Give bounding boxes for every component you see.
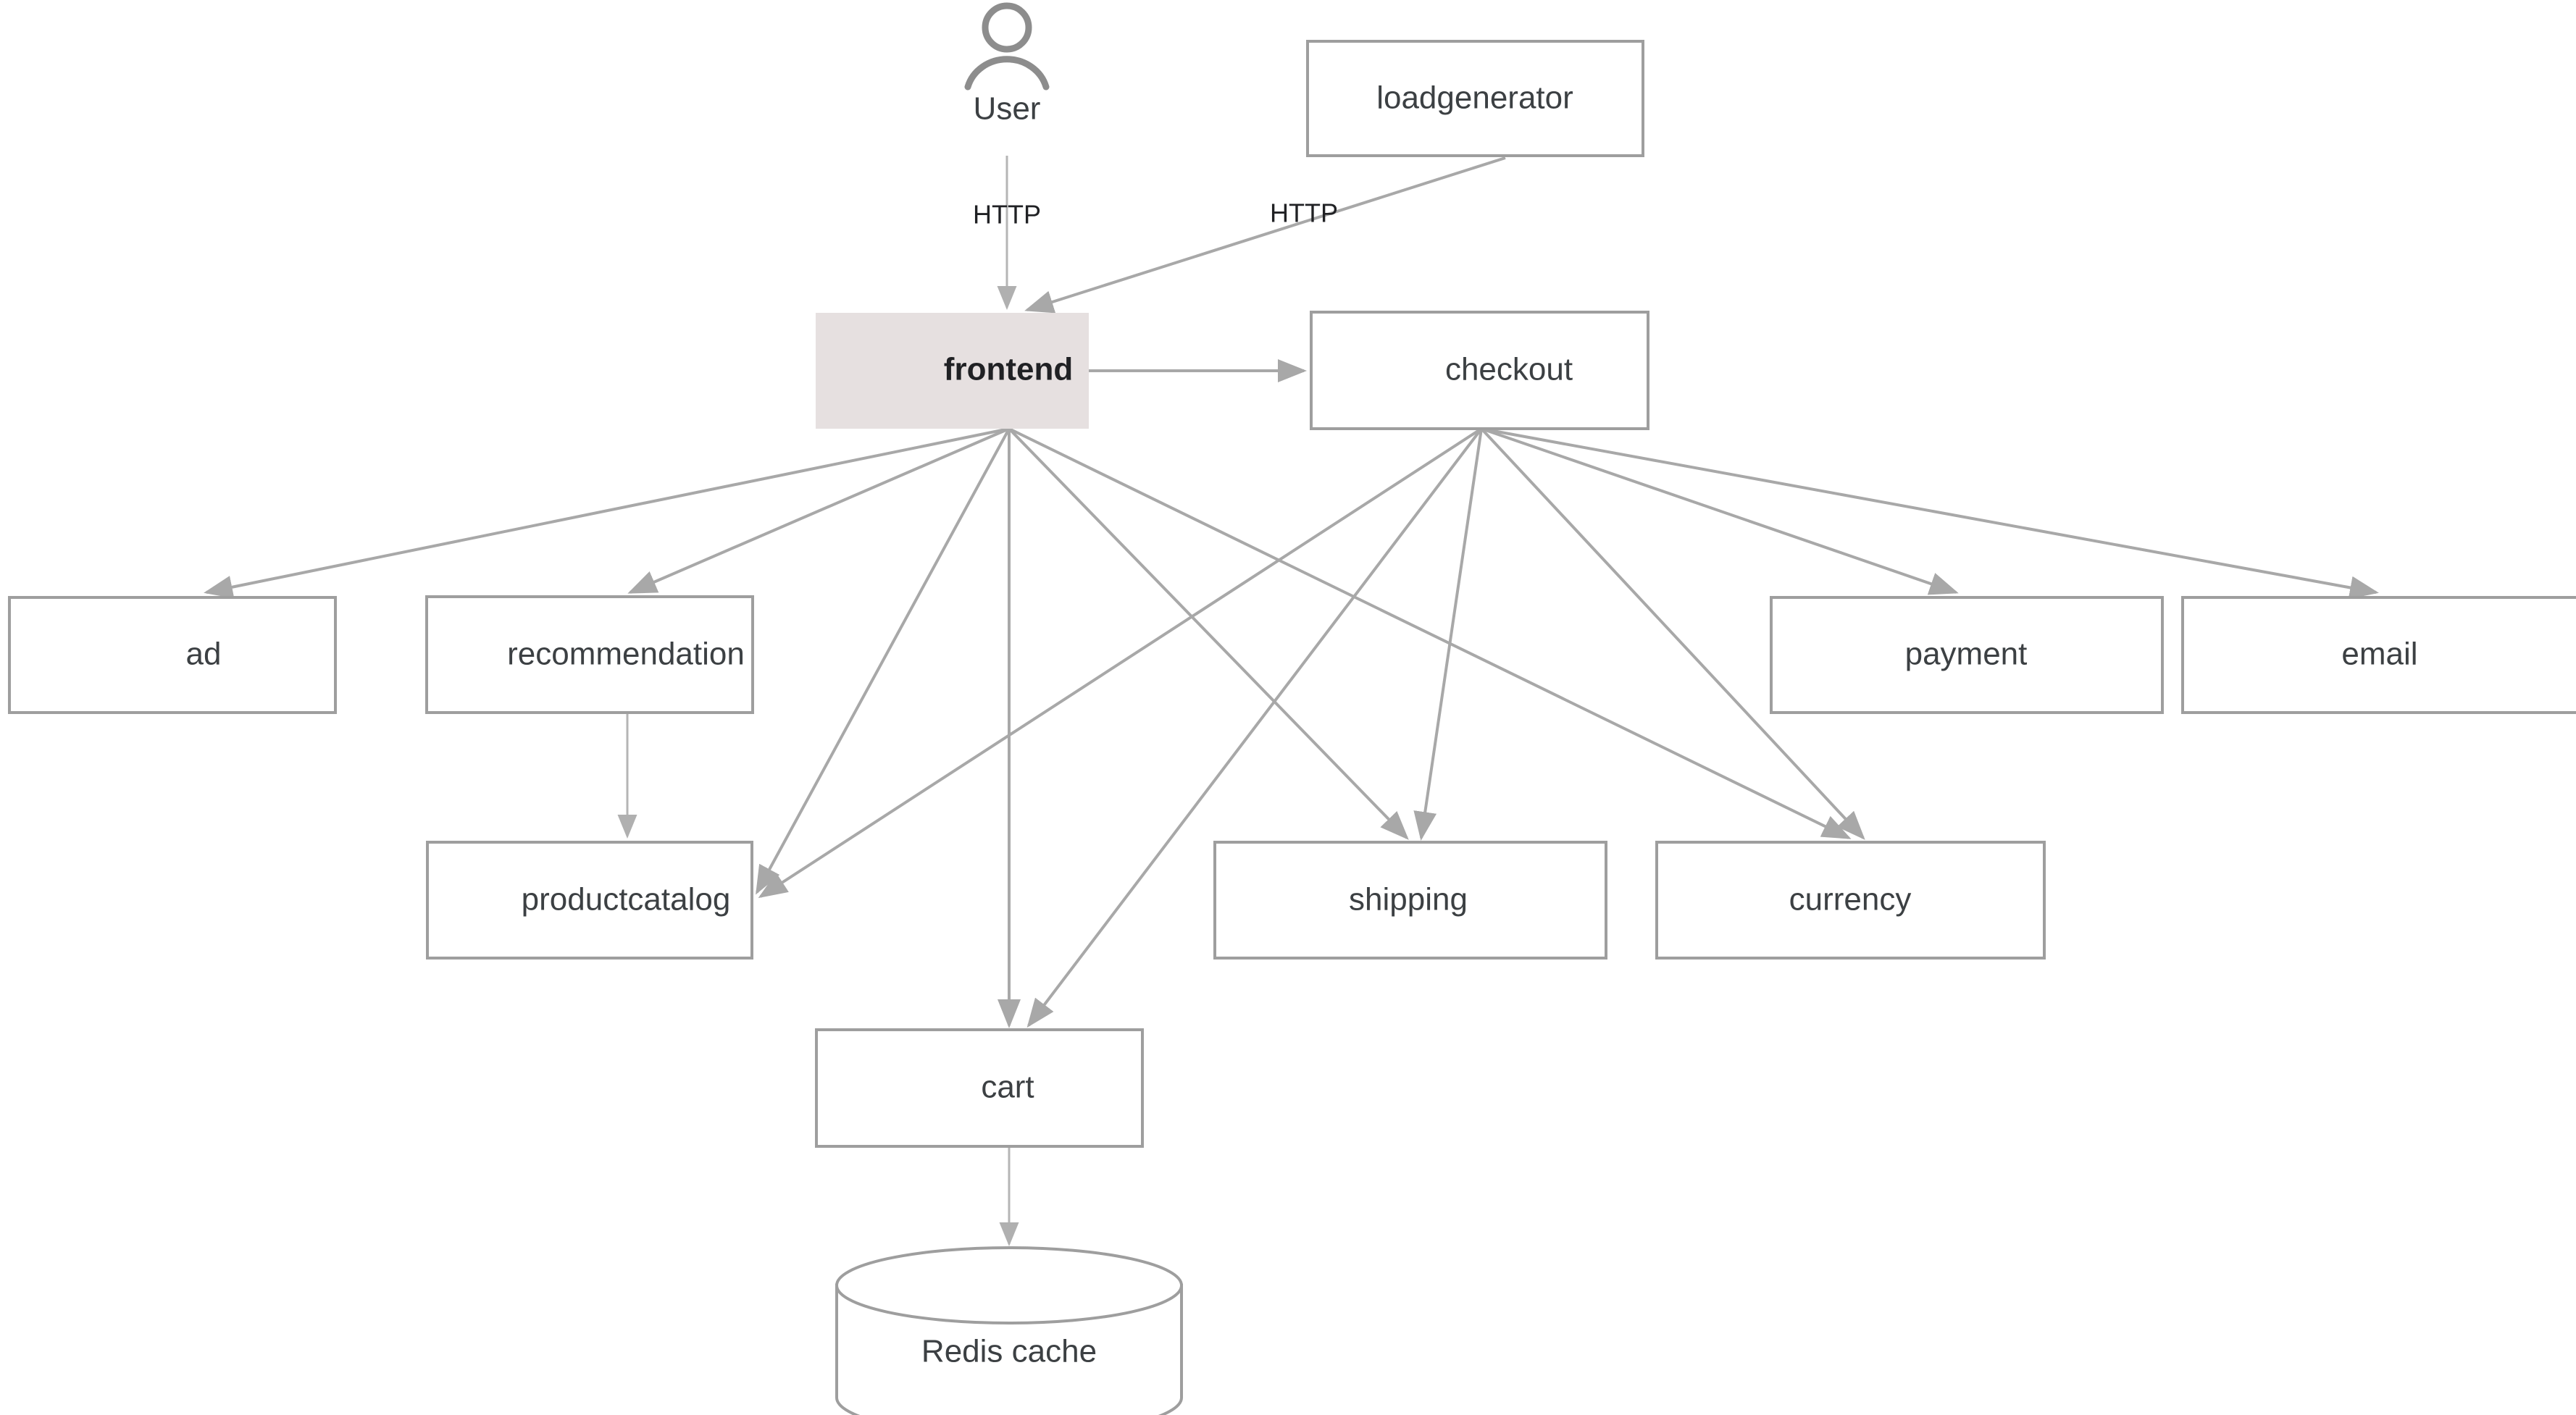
node-label-email: email [2341,637,2417,672]
node-checkout[interactable]: checkout [1310,311,1649,430]
node-frontend[interactable]: frontend [816,313,1089,429]
edge-loadgenerator-to-frontend [1024,156,1506,314]
node-loadgenerator[interactable]: loadgenerator [1306,40,1644,157]
edge-checkout-to-shipping [1413,428,1483,841]
edge-layer [204,156,2379,1246]
node-currency[interactable]: currency [1655,841,2046,960]
node-cart[interactable]: cart [815,1028,1144,1148]
edge-checkout-to-productcatalog [758,427,1483,899]
edge-label-layer: HTTP HTTP [973,198,1338,230]
edge-checkout-to-cart [1026,427,1483,1028]
node-email[interactable]: email [2181,596,2576,714]
edge-label-user-http: HTTP [973,200,1041,230]
node-label-productcatalog: productcatalog [522,882,731,918]
edge-label-loadgenerator-http: HTTP [1270,198,1338,228]
node-label-checkout: checkout [1445,352,1573,387]
node-recommendation[interactable]: recommendation [425,595,754,714]
edge-frontend-to-currency [1008,427,1852,839]
node-ad[interactable]: ad [8,596,337,714]
node-productcatalog[interactable]: productcatalog [426,841,753,960]
edge-frontend-to-recommendation [627,427,1010,594]
node-label-redis: Redis cache [921,1334,1097,1369]
node-label-recommendation: recommendation [507,637,745,672]
node-label-currency: currency [1789,882,1912,918]
node-layer: loadgenerator frontend checkout ad recom… [8,40,2576,1415]
edge-checkout-to-currency [1480,427,1865,840]
node-payment[interactable]: payment [1770,596,2164,714]
edge-checkout-to-payment [1481,427,1959,595]
node-label-ad: ad [186,637,222,672]
node-shipping[interactable]: shipping [1213,841,1607,960]
edge-frontend-to-productcatalog [756,428,1011,895]
node-redis[interactable]: Redis cache [835,1246,1183,1415]
edge-frontend-to-ad [204,427,1010,599]
actor-user: User [964,2,1050,127]
node-label-cart: cart [981,1070,1034,1105]
node-label-loadgenerator: loadgenerator [1376,80,1573,116]
actor-label: User [974,91,1041,127]
node-label-shipping: shipping [1349,882,1468,918]
node-label-frontend: frontend [944,352,1073,387]
node-label-payment: payment [1905,637,2028,672]
person-icon [964,2,1050,91]
edge-checkout-to-email [1481,427,2379,600]
edge-frontend-to-shipping [1008,427,1409,840]
